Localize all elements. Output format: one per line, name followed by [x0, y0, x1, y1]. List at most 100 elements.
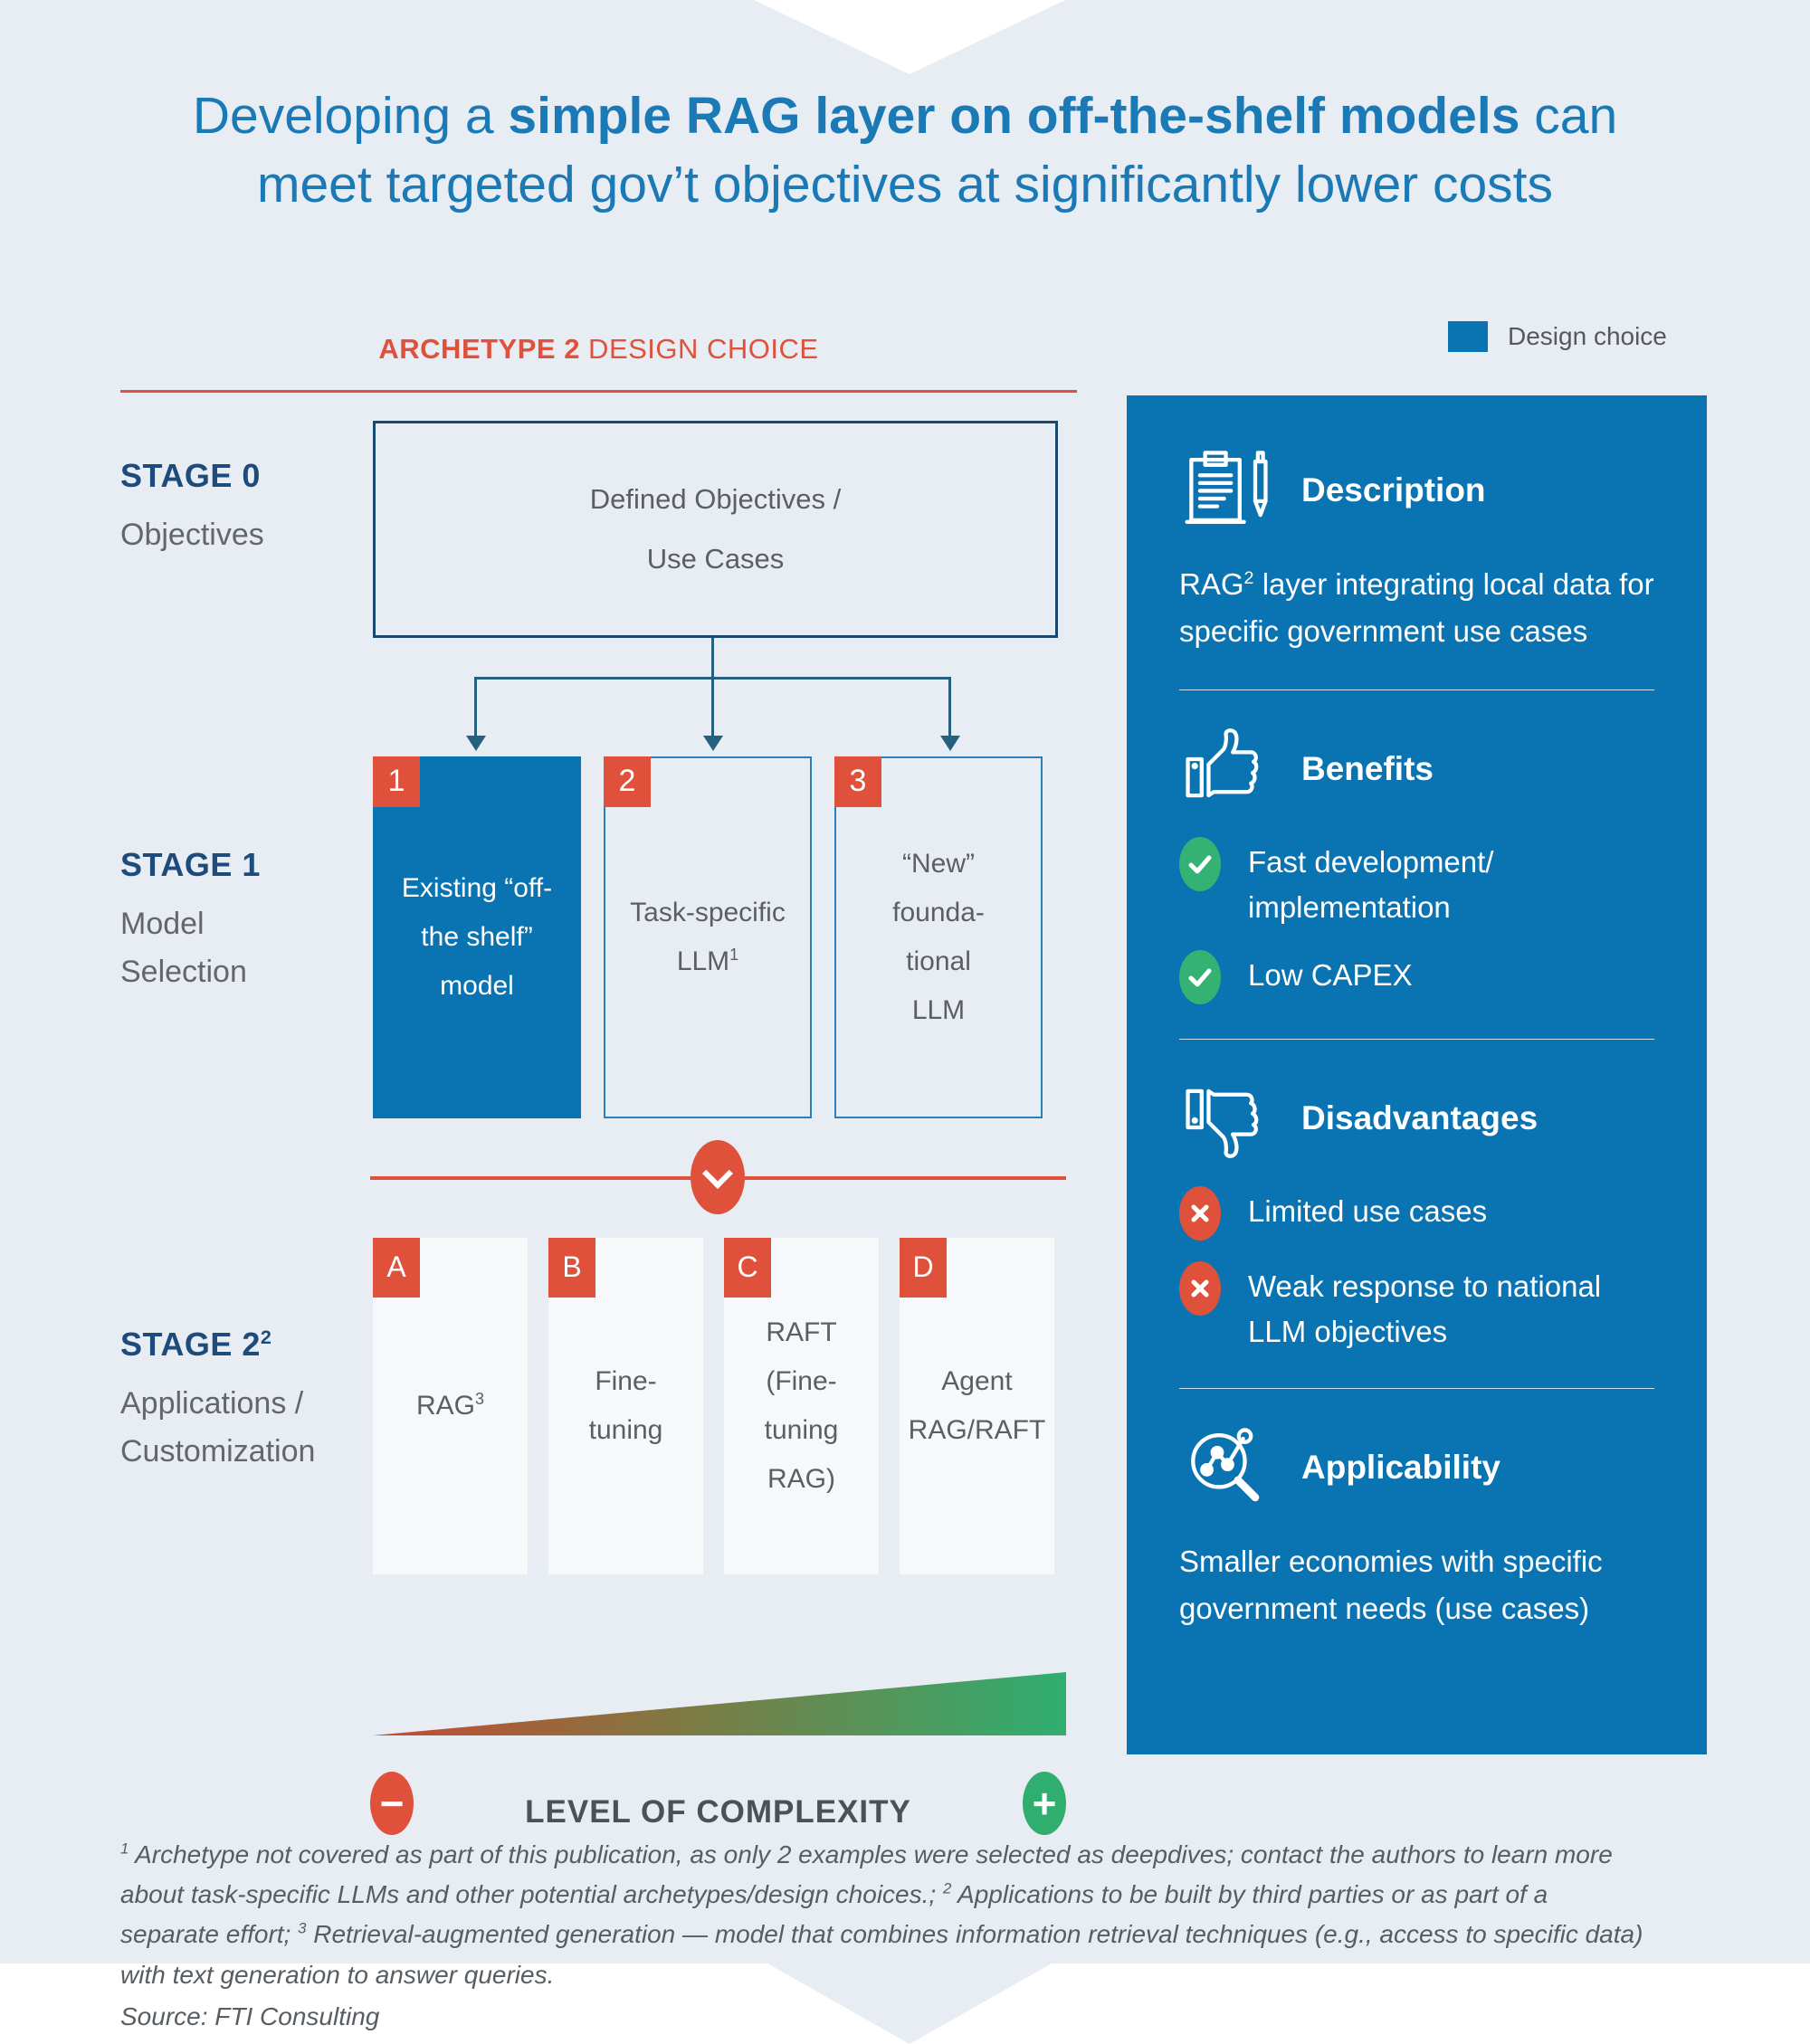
description-text: RAG2 layer integrating local data for sp…: [1179, 567, 1654, 649]
option-tag-1: 1: [373, 756, 420, 807]
applicability-title: Applicability: [1301, 1448, 1500, 1486]
footnotes: 1 Archetype not covered as part of this …: [120, 1835, 1650, 2037]
option-tag-D: D: [900, 1238, 947, 1298]
option-tag-A: A: [373, 1238, 420, 1298]
check-icon: [1179, 950, 1221, 1005]
description-header: Description: [1179, 442, 1654, 537]
stage0-objectives-box: Defined Objectives / Use Cases: [373, 421, 1058, 638]
option-text-line: tuning: [588, 1415, 663, 1445]
arrow-down-icon: [703, 736, 723, 751]
stage2-sublabel-line1: Applications /: [120, 1386, 304, 1421]
model-option-task-specific-llm: 2 Task-specific LLM1: [604, 756, 812, 1118]
legend: Design choice: [1448, 321, 1667, 352]
application-option-raft: C RAFT (Fine- tuning RAG): [724, 1238, 879, 1574]
option-text-line: RAG3: [415, 1390, 485, 1421]
model-option-existing-off-the-shelf: 1 Existing “off- the shelf” model: [373, 756, 581, 1118]
stage0-label: STAGE 0: [120, 457, 261, 494]
chevron-down-icon: [691, 1140, 745, 1214]
stage1-label: STAGE 1: [120, 846, 261, 883]
thumbs-down-icon: [1186, 1089, 1259, 1159]
option-text-line: Existing “off-: [401, 873, 553, 903]
option-text-line: (Fine-: [766, 1366, 837, 1396]
disadvantages-title: Disadvantages: [1301, 1098, 1538, 1136]
archetype-heading-bold: ARCHETYPE 2: [378, 333, 580, 365]
option-text-line: Agent: [941, 1366, 1013, 1396]
applicability-text: Smaller economies with specific governme…: [1179, 1545, 1603, 1626]
design-choice-swatch: [1448, 321, 1488, 352]
clipboard-pen-icon: [1185, 451, 1268, 524]
stage1-sublabel: Model Selection: [120, 900, 365, 995]
complexity-gradient-wedge: [373, 1672, 1066, 1735]
application-option-agent-rag-raft: D Agent RAG/RAFT: [900, 1238, 1054, 1574]
stage2-label-block: STAGE 22 Applications / Customization: [120, 1326, 365, 1475]
application-option-rag: A RAG3: [373, 1238, 528, 1574]
slide-separator-top-notch: [754, 0, 1065, 74]
stage0-sublabel: Objectives: [120, 518, 264, 552]
option-text-line: founda-: [892, 898, 985, 927]
archetype-heading-rest: DESIGN CHOICE: [579, 333, 819, 365]
panel-divider: [1179, 689, 1654, 691]
applicability-header: Applicability: [1179, 1420, 1654, 1515]
page-title-line1: Developing a simple RAG layer on off-the…: [192, 87, 1618, 145]
model-option-new-foundational-llm: 3 “New” founda- tional LLM: [834, 756, 1043, 1118]
connector-stem-center: [711, 638, 714, 737]
option-tag-B: B: [548, 1238, 595, 1298]
option-text-line: model: [440, 971, 514, 1001]
panel-divider: [1179, 1388, 1654, 1390]
archetype-underline: [120, 390, 1077, 393]
connector-horizontal: [474, 677, 951, 680]
connector-stem-left: [474, 677, 477, 737]
magnifier-network-icon: [1191, 1428, 1260, 1502]
option-text-line: RAG/RAFT: [908, 1415, 1046, 1445]
disadvantage-text: Weak response to national LLM objectives: [1248, 1269, 1602, 1348]
benefit-item: Fast development/ implementation: [1179, 837, 1654, 929]
disadvantage-item: Limited use cases: [1179, 1186, 1654, 1241]
page-title: Developing a simple RAG layer on off-the…: [0, 81, 1810, 220]
stage0-label-block: STAGE 0 Objectives: [120, 457, 365, 559]
disadvantages-header: Disadvantages: [1179, 1070, 1654, 1165]
plus-icon: +: [1023, 1772, 1066, 1835]
arrow-down-icon: [466, 736, 486, 751]
option-text-line: tional: [906, 946, 971, 976]
thumbs-up-icon: [1186, 728, 1259, 798]
connector-stem-right: [948, 677, 951, 737]
stage1-label-block: STAGE 1 Model Selection: [120, 846, 365, 995]
option-tag-C: C: [724, 1238, 771, 1298]
stage0-box-line2: Use Cases: [646, 543, 785, 575]
benefit-item: Low CAPEX: [1179, 950, 1654, 1005]
disadvantage-item: Weak response to national LLM objectives: [1179, 1261, 1654, 1354]
option-tag-3: 3: [834, 756, 881, 807]
stage2-sublabel: Applications / Customization: [120, 1380, 365, 1475]
option-text-line: “New”: [902, 849, 975, 879]
slide-separator-bottom-tail: [767, 1963, 1052, 2044]
complexity-axis-label: LEVEL OF COMPLEXITY: [525, 1794, 911, 1830]
option-text-line: tuning: [764, 1415, 839, 1445]
page-title-line2: meet targeted gov’t objectives at signif…: [256, 156, 1553, 214]
option-tag-2: 2: [604, 756, 651, 807]
design-choice-detail-panel: Description RAG2 layer integrating local…: [1127, 395, 1707, 1754]
stage1-sublabel-line2: Selection: [120, 954, 247, 989]
minus-icon: −: [370, 1772, 414, 1835]
option-text-line: Task-specific: [630, 898, 786, 927]
archetype-heading: ARCHETYPE 2 DESIGN CHOICE: [120, 333, 1077, 366]
legend-label: Design choice: [1508, 322, 1667, 350]
description-title: Description: [1301, 471, 1486, 509]
option-text-line: RAG): [767, 1464, 835, 1494]
benefits-header: Benefits: [1179, 721, 1654, 816]
benefit-text: Fast development/ implementation: [1248, 845, 1494, 924]
x-icon: [1179, 1261, 1221, 1317]
option-text-line: RAFT: [766, 1317, 837, 1347]
option-text-line: Fine-: [595, 1366, 657, 1396]
benefits-title: Benefits: [1301, 749, 1434, 787]
check-icon: [1179, 837, 1221, 892]
x-icon: [1179, 1186, 1221, 1241]
panel-divider: [1179, 1039, 1654, 1041]
stage2-sublabel-line2: Customization: [120, 1433, 316, 1469]
source-credit: Source: FTI Consulting: [120, 2001, 380, 2030]
stage2-label: STAGE 22: [120, 1326, 272, 1363]
benefit-text: Low CAPEX: [1248, 958, 1413, 993]
footnote-text: 1 Archetype not covered as part of this …: [120, 1840, 1643, 1989]
stage1-sublabel-line1: Model: [120, 907, 205, 941]
application-option-fine-tuning: B Fine- tuning: [548, 1238, 703, 1574]
